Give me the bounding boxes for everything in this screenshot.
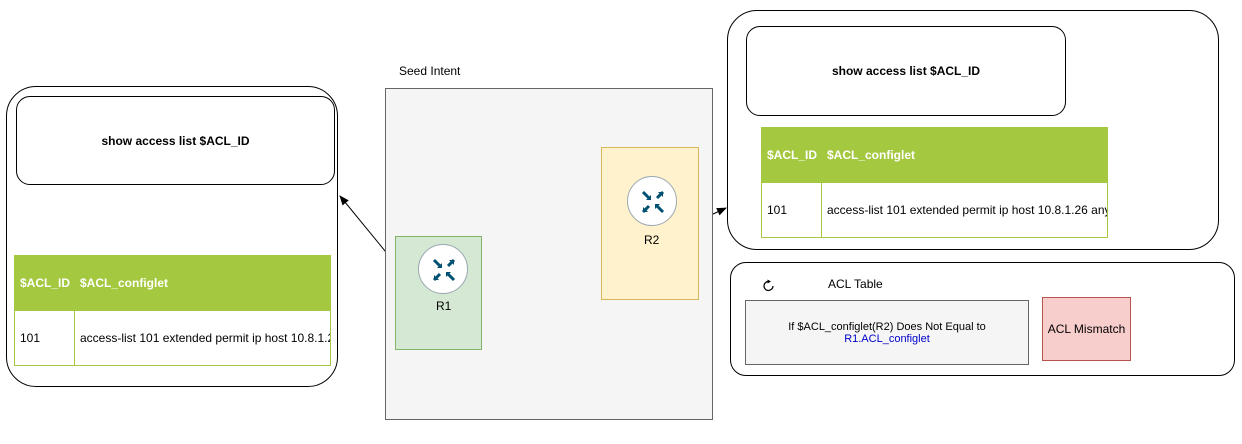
- refresh-icon[interactable]: [762, 279, 776, 293]
- table-row: 101 access-list 101 extended permit ip h…: [761, 182, 1108, 238]
- right-acl-table: $ACL_ID $ACL_configlet 101 access-list 1…: [761, 127, 1108, 238]
- r2-label: R2: [644, 233, 660, 247]
- r1-router-icon[interactable]: [418, 244, 468, 294]
- table-cell-acl-id: 101: [761, 182, 822, 238]
- table-cell-acl-configlet: access-list 101 extended permit ip host …: [74, 310, 331, 366]
- acl-table-title: ACL Table: [828, 277, 883, 291]
- acl-table-panel[interactable]: ACL Table If $ACL_configlet(R2) Does Not…: [730, 262, 1235, 376]
- r1-label: R1: [436, 299, 452, 313]
- left-command-text: show access list $ACL_ID: [101, 133, 250, 148]
- table-row: 101 access-list 101 extended permit ip h…: [14, 310, 331, 366]
- left-acl-table: $ACL_ID $ACL_configlet 101 access-list 1…: [14, 255, 331, 366]
- r2-router-icon[interactable]: [627, 176, 677, 226]
- table-cell-acl-id: 101: [14, 310, 75, 366]
- router-arrows-icon: [432, 258, 456, 282]
- table-header-acl-id: $ACL_ID: [761, 127, 822, 183]
- right-command-box[interactable]: show access list $ACL_ID: [746, 26, 1066, 116]
- router-arrows-icon: [641, 190, 665, 214]
- seed-intent-label: Seed Intent: [399, 64, 461, 78]
- table-header-acl-id: $ACL_ID: [14, 255, 75, 311]
- condition-reference-text: R1.ACL_configlet: [844, 332, 930, 345]
- table-header-acl-configlet: $ACL_configlet: [74, 255, 331, 311]
- right-acl-panel[interactable]: show access list $ACL_ID $ACL_ID $ACL_co…: [727, 10, 1219, 250]
- left-command-box[interactable]: show access list $ACL_ID: [16, 96, 335, 185]
- table-cell-acl-configlet: access-list 101 extended permit ip host …: [821, 182, 1108, 238]
- acl-mismatch-text: ACL Mismatch: [1047, 322, 1126, 336]
- left-acl-panel[interactable]: show access list $ACL_ID $ACL_ID $ACL_co…: [6, 86, 338, 387]
- condition-box[interactable]: If $ACL_configlet(R2) Does Not Equal to …: [745, 300, 1029, 365]
- right-command-text: show access list $ACL_ID: [831, 64, 981, 78]
- condition-text: If $ACL_configlet(R2) Does Not Equal to: [788, 320, 986, 333]
- table-header-acl-configlet: $ACL_configlet: [821, 127, 1108, 183]
- acl-mismatch-box[interactable]: ACL Mismatch: [1042, 297, 1131, 361]
